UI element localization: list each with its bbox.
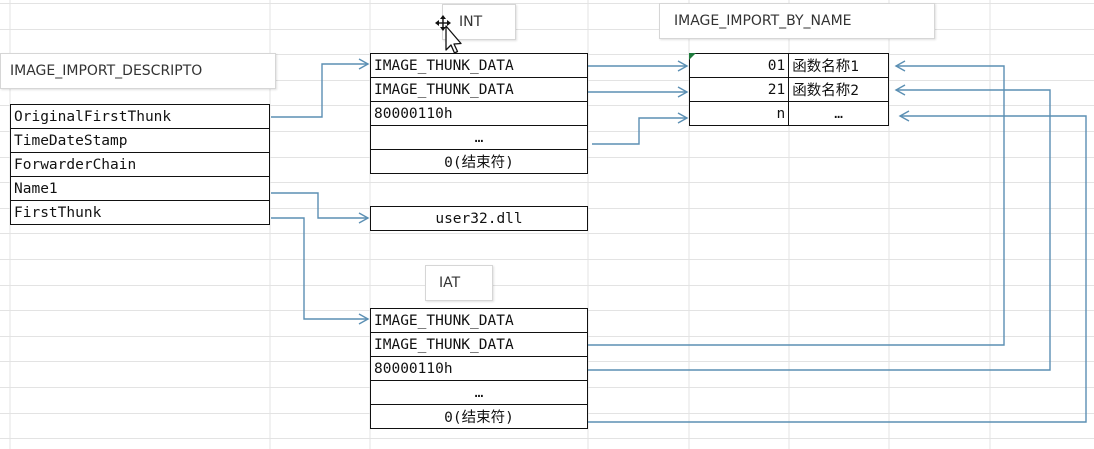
table-row: user32.dll bbox=[370, 206, 588, 231]
table-row: 0(结束符) bbox=[370, 149, 588, 174]
function-name-1: 函数名称1 bbox=[788, 53, 889, 78]
hint-1: 01 bbox=[688, 53, 790, 78]
table-row: ForwarderChain bbox=[10, 152, 270, 177]
int-thunk-data-2: IMAGE_THUNK_DATA bbox=[370, 77, 588, 102]
function-name-2: 函数名称2 bbox=[788, 77, 889, 102]
int-ellipsis: … bbox=[370, 125, 588, 150]
table-row: 01 函数名称1 bbox=[688, 53, 889, 78]
hint-n: n bbox=[688, 101, 790, 126]
table-row: … bbox=[370, 125, 588, 150]
import-by-name-title: IMAGE_IMPORT_BY_NAME bbox=[659, 3, 935, 39]
iat-ordinal-entry: 80000110h bbox=[370, 356, 588, 381]
descriptor-field-time-date-stamp: TimeDateStamp bbox=[10, 128, 270, 153]
table-row: OriginalFirstThunk bbox=[10, 104, 270, 129]
iat-thunk-data-2: IMAGE_THUNK_DATA bbox=[370, 332, 588, 357]
table-row: IMAGE_THUNK_DATA bbox=[370, 77, 588, 102]
table-row: IMAGE_THUNK_DATA bbox=[370, 53, 588, 78]
int-table: IMAGE_THUNK_DATA IMAGE_THUNK_DATA 800001… bbox=[370, 53, 588, 174]
table-row: TimeDateStamp bbox=[10, 128, 270, 153]
int-terminator: 0(结束符) bbox=[370, 149, 588, 174]
cell-corner-marker-icon bbox=[689, 53, 696, 60]
table-row: IMAGE_THUNK_DATA bbox=[370, 332, 588, 357]
table-row: Name1 bbox=[10, 176, 270, 201]
table-row: 80000110h bbox=[370, 356, 588, 381]
table-row: 80000110h bbox=[370, 101, 588, 126]
descriptor-table: OriginalFirstThunk TimeDateStamp Forward… bbox=[10, 104, 270, 225]
dll-name: user32.dll bbox=[370, 206, 588, 231]
descriptor-field-first-thunk: FirstThunk bbox=[10, 200, 270, 225]
descriptor-field-original-first-thunk: OriginalFirstThunk bbox=[10, 104, 270, 129]
int-ordinal-entry: 80000110h bbox=[370, 101, 588, 126]
table-row: 0(结束符) bbox=[370, 404, 588, 429]
iat-ellipsis: … bbox=[370, 380, 588, 405]
function-name-ellipsis: … bbox=[788, 101, 889, 126]
table-row: IMAGE_THUNK_DATA bbox=[370, 308, 588, 333]
descriptor-field-forwarder-chain: ForwarderChain bbox=[10, 152, 270, 177]
iat-thunk-data-1: IMAGE_THUNK_DATA bbox=[370, 308, 588, 333]
table-row: … bbox=[370, 380, 588, 405]
iat-terminator: 0(结束符) bbox=[370, 404, 588, 429]
table-row: 21 函数名称2 bbox=[688, 77, 889, 102]
int-thunk-data-1: IMAGE_THUNK_DATA bbox=[370, 53, 588, 78]
iat-title: IAT bbox=[425, 265, 493, 301]
table-row: FirstThunk bbox=[10, 200, 270, 225]
hint-2: 21 bbox=[688, 77, 790, 102]
import-by-name-table: 01 函数名称1 21 函数名称2 n … bbox=[688, 53, 889, 126]
descriptor-title: IMAGE_IMPORT_DESCRIPTO bbox=[0, 53, 276, 89]
iat-table: IMAGE_THUNK_DATA IMAGE_THUNK_DATA 800001… bbox=[370, 308, 588, 429]
descriptor-field-name1: Name1 bbox=[10, 176, 270, 201]
move-cursor-icon bbox=[435, 15, 462, 54]
table-row: n … bbox=[688, 101, 889, 126]
dll-name-table: user32.dll bbox=[370, 206, 588, 231]
